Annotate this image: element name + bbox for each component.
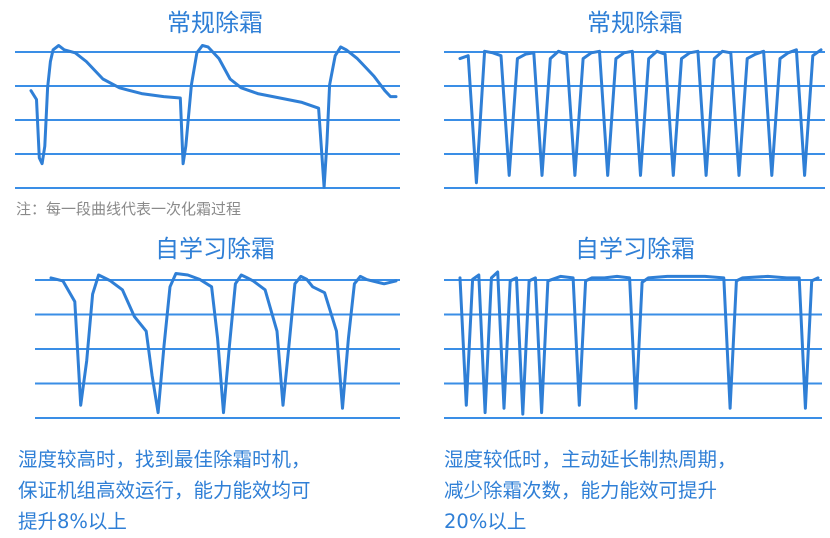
chart-panel-top-right: 常规除霜 <box>440 0 830 196</box>
caption-line: 保证机组高效运行，能力能效均可 <box>18 479 311 502</box>
chart-note: 注：每一段曲线代表一次化霜过程 <box>16 200 242 218</box>
chart-panel-top-left: 常规除霜 <box>15 0 415 196</box>
caption-line: 湿度较低时，主动延长制热周期， <box>444 448 737 471</box>
chart-plot <box>35 272 400 419</box>
caption-right: 湿度较低时，主动延长制热周期， 减少除霜次数，能力能效可提升 20%以上 <box>444 444 737 537</box>
chart-panel-bottom-left: 自学习除霜 <box>15 228 415 428</box>
chart-title: 常规除霜 <box>587 9 683 37</box>
caption-line: 20%以上 <box>444 510 527 533</box>
chart-title: 自学习除霜 <box>155 235 275 263</box>
caption-left: 湿度较高时，找到最佳除霜时机， 保证机组高效运行，能力能效均可 提升8%以上 <box>18 444 311 537</box>
chart-plot <box>15 44 400 189</box>
series-line <box>29 44 398 189</box>
series-line <box>49 272 398 415</box>
chart-title: 常规除霜 <box>167 9 263 37</box>
caption-line: 提升8%以上 <box>18 510 127 533</box>
chart-plot <box>444 48 825 189</box>
chart-title: 自学习除霜 <box>575 235 695 263</box>
series-line <box>458 270 820 416</box>
series-line <box>458 48 823 185</box>
caption-line: 减少除霜次数，能力能效可提升 <box>444 479 718 502</box>
caption-line: 湿度较高时，找到最佳除霜时机， <box>18 448 311 471</box>
chart-panel-bottom-right: 自学习除霜 <box>440 228 830 428</box>
chart-plot <box>444 270 822 419</box>
